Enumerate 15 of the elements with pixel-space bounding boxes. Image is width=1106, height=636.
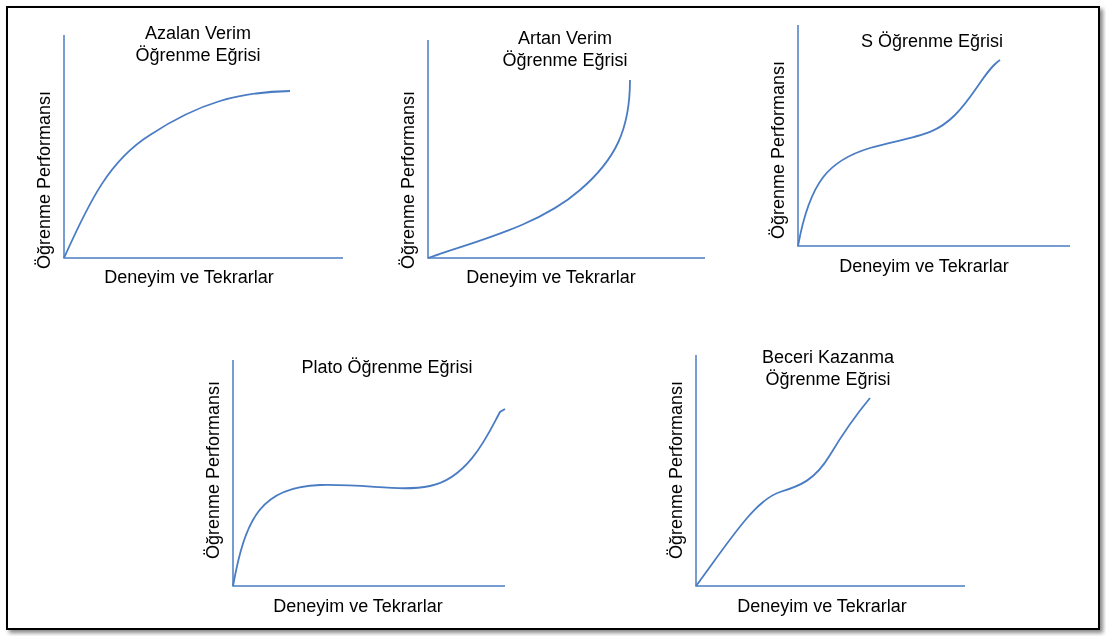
chart-title: S Öğrenme Eğrisi — [859, 30, 1005, 52]
x-axis-label: Deneyim ve Tekrarlar — [104, 267, 274, 288]
x-axis-label: Deneyim ve Tekrarlar — [737, 596, 907, 617]
y-axis-label: Öğrenme Performansı — [665, 380, 687, 560]
y-axis-label: Öğrenme Performansı — [33, 90, 55, 270]
x-axis-label: Deneyim ve Tekrarlar — [273, 596, 443, 617]
y-axis-label: Öğrenme Performansı — [397, 90, 419, 270]
y-axis-label: Öğrenme Performansı — [202, 380, 224, 560]
y-axis-label: Öğrenme Performansı — [767, 60, 789, 240]
chart-title: Artan Verim Öğrenme Eğrisi — [501, 27, 629, 71]
x-axis-label: Deneyim ve Tekrarlar — [839, 256, 1009, 277]
chart-title: Azalan Verim Öğrenme Eğrisi — [134, 22, 262, 66]
x-axis-label: Deneyim ve Tekrarlar — [466, 267, 636, 288]
chart-title: Plato Öğrenme Eğrisi — [300, 356, 474, 378]
chart-title: Beceri Kazanma Öğrenme Eğrisi — [760, 346, 896, 390]
